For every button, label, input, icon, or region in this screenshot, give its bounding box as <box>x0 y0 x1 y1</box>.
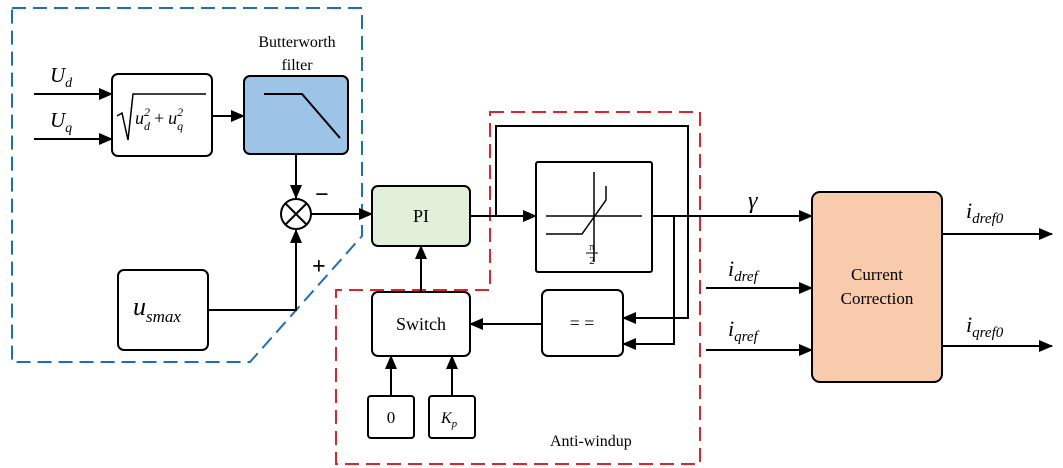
butterworth-subtitle: filter <box>281 57 313 74</box>
plus-sign: + <box>312 254 326 280</box>
minus-sign: − <box>315 182 329 208</box>
lowpass-response-icon <box>264 93 341 139</box>
sqrt-sign <box>116 93 206 141</box>
kp-label: Kp <box>440 410 458 430</box>
pi-label: PI <box>413 206 429 226</box>
gamma-feedback-line <box>622 216 675 350</box>
current-correction-line2: Correction <box>841 289 914 308</box>
pi-output-tap-line <box>495 125 689 324</box>
butterworth-title: Butterworth <box>258 34 335 51</box>
ud-input-label: Ud <box>50 63 73 91</box>
iqref-input-label: iqref <box>728 316 760 345</box>
zero-label: 0 <box>387 408 396 427</box>
usmax-label: usmax <box>133 292 181 326</box>
anti-windup-region <box>335 111 701 465</box>
switch-label: Switch <box>396 314 446 334</box>
pi-over-two-numerator: π <box>589 241 595 253</box>
compare-label: = = <box>570 313 595 333</box>
anti-windup-label: Anti-windup <box>550 433 632 450</box>
usmax-to-sum-arrow <box>208 229 302 311</box>
iqref0-output-label: iqref0 <box>966 312 1004 341</box>
current-correction-block <box>811 191 943 383</box>
uq-input-label: Uq <box>50 108 72 136</box>
gamma-label: γ <box>748 188 758 214</box>
current-correction-line1: Current <box>851 265 903 284</box>
pi-over-two-denominator: 2 <box>589 255 595 267</box>
idref0-output-label: idref0 <box>966 198 1004 227</box>
butterworth-filter-block <box>243 75 349 155</box>
voltage-magnitude-region <box>11 7 363 363</box>
idref-input-label: idref <box>728 256 760 285</box>
kp-block <box>428 395 476 439</box>
saturation-curve-icon <box>546 186 607 235</box>
